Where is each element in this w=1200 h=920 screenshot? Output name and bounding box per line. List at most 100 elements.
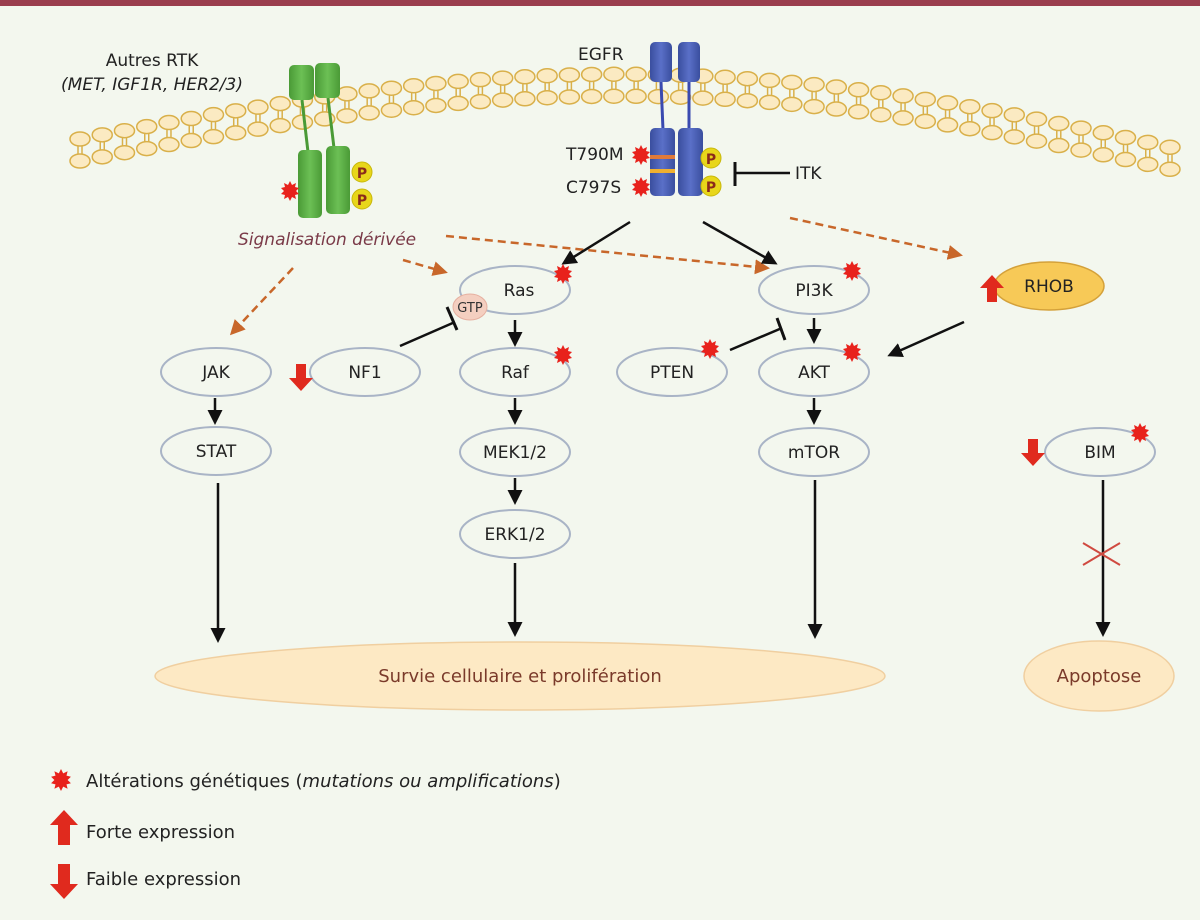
node-erk <box>459 509 571 559</box>
lipid <box>892 110 914 126</box>
node-pi3k <box>758 265 870 315</box>
lipid <box>603 66 625 82</box>
lipid <box>158 136 180 153</box>
lipid <box>914 113 937 130</box>
dashed-arrow-to-jak <box>229 267 294 336</box>
alteration-marker-raf <box>554 345 572 365</box>
egfr-title: EGFR <box>578 45 624 65</box>
dashed-arrow-to-pi3k <box>445 234 770 275</box>
lipid <box>202 128 225 145</box>
label-erk: ERK1/2 <box>484 525 545 545</box>
lipid <box>514 69 536 85</box>
derived-signaling-arrows <box>229 216 963 336</box>
lipid <box>380 80 403 96</box>
lipid <box>69 131 91 147</box>
lipid <box>1070 142 1092 158</box>
lipid <box>180 132 202 149</box>
lipid <box>402 77 425 94</box>
node-raf <box>459 347 571 397</box>
low-expression-icon-nf1 <box>289 364 313 391</box>
lipid <box>781 96 803 113</box>
lipid <box>1137 134 1159 151</box>
lipid <box>247 99 269 115</box>
lipid <box>380 102 403 118</box>
lipid <box>959 120 981 137</box>
label-raf: Raf <box>501 363 530 383</box>
lipid <box>558 67 581 83</box>
label-rhob: RHOB <box>1024 277 1074 297</box>
lipid <box>536 67 558 84</box>
signal-derived-label: Signalisation dérivée <box>238 230 416 250</box>
lipid <box>647 88 670 105</box>
lipid <box>803 98 825 115</box>
lipid <box>959 98 981 115</box>
lipid <box>447 73 469 90</box>
lipid <box>870 84 892 101</box>
lipid <box>113 144 136 161</box>
lipid <box>1003 129 1026 145</box>
lipid <box>425 97 447 114</box>
gtp-badge <box>452 293 488 321</box>
label-pten: PTEN <box>650 363 694 383</box>
lipid <box>447 95 469 112</box>
lipid <box>936 95 959 111</box>
itk-inhibition <box>733 162 790 186</box>
node-jak <box>160 347 272 397</box>
lipid <box>69 153 91 169</box>
label-mek: MEK1/2 <box>483 443 547 463</box>
label-akt: AKT <box>798 363 830 383</box>
lipid <box>224 125 247 141</box>
lipid <box>758 72 781 89</box>
legend-high-label: Forte expression <box>86 822 235 843</box>
label-pi3k: PI3K <box>795 281 833 301</box>
alteration-marker-rtk <box>281 181 299 201</box>
egfr-receptor: P P <box>632 42 722 197</box>
lipid <box>269 95 291 112</box>
phospho-label: P <box>706 180 716 196</box>
lipid <box>736 92 759 109</box>
lipid <box>1159 161 1181 178</box>
legend-low-label: Faible expression <box>86 869 241 890</box>
node-mtor <box>758 427 870 477</box>
other-rtk-title: Autres RTK <box>106 51 199 71</box>
lipid <box>202 106 225 123</box>
lipid <box>981 124 1003 141</box>
lipid <box>625 66 647 83</box>
other-rtk-subtitle: (MET, IGF1R, HER2/3) <box>61 75 243 95</box>
label-jak: JAK <box>201 363 230 383</box>
lipid <box>714 91 736 108</box>
lipid <box>536 89 558 106</box>
node-nf1 <box>309 347 421 397</box>
lipid <box>402 99 425 116</box>
alteration-marker-t790m <box>632 145 650 165</box>
lipid <box>625 88 647 105</box>
lipid <box>469 71 492 88</box>
lipid <box>1070 120 1092 136</box>
lipid <box>336 108 358 124</box>
lipid <box>1048 115 1070 132</box>
lipid <box>1003 107 1026 123</box>
lipid <box>825 79 848 95</box>
lipid <box>291 114 314 130</box>
lipid <box>1048 137 1070 154</box>
lipid <box>1159 139 1181 156</box>
outcome-apoptosis <box>1023 640 1175 712</box>
lipid <box>91 149 113 165</box>
phospho-label: P <box>357 193 367 209</box>
label-mtor: mTOR <box>788 443 840 463</box>
lipid <box>603 88 625 104</box>
lipid <box>269 117 291 134</box>
lipid <box>358 105 380 121</box>
lipid <box>491 70 514 86</box>
lipid <box>491 92 514 108</box>
lipid <box>1025 111 1048 127</box>
lipid <box>580 88 603 105</box>
lipid <box>247 121 269 137</box>
lipid <box>1114 129 1137 146</box>
lipid <box>1092 125 1115 141</box>
lipid <box>914 91 937 108</box>
label-bim: BIM <box>1084 443 1115 463</box>
lipid <box>180 110 202 127</box>
lipid <box>135 118 158 135</box>
